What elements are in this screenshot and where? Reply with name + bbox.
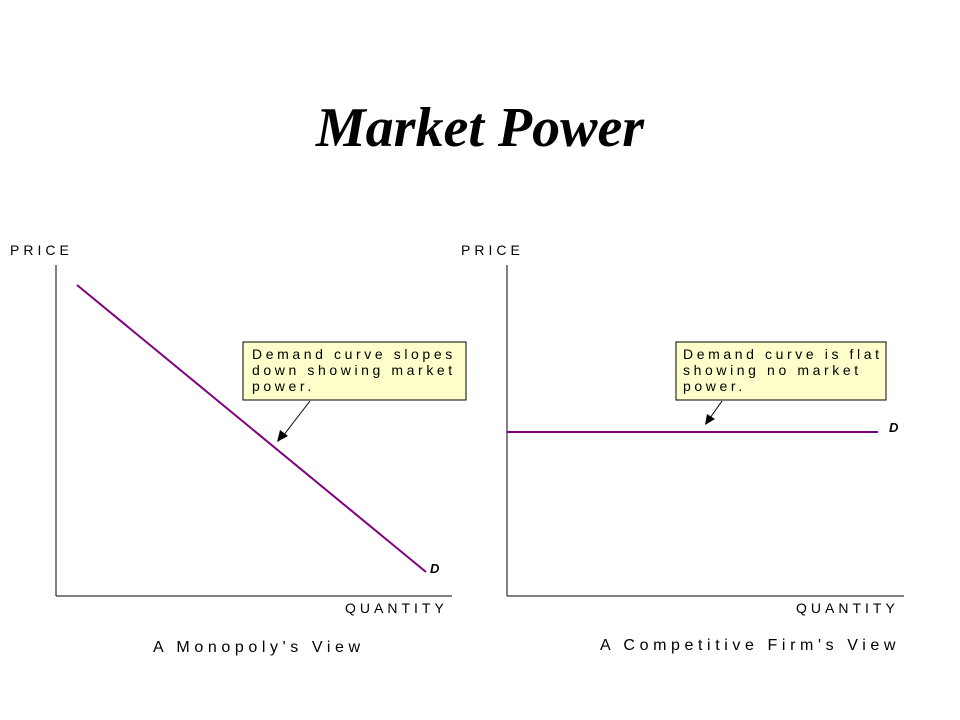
competitive-panel: PRICE QUANTITY D Demand curve is flat sh… — [461, 242, 904, 654]
monopoly-callout-box — [242, 341, 467, 401]
competitive-demand-label: D — [889, 420, 899, 435]
competitive-callout-line-3: power. — [683, 378, 746, 394]
competitive-callout-arrowhead — [705, 414, 715, 425]
monopoly-panel: PRICE QUANTITY D Demand curve slopes dow… — [10, 242, 467, 656]
monopoly-callout-line-3: power. — [252, 378, 315, 394]
monopoly-callout: Demand curve slopes down showing market … — [242, 341, 467, 442]
monopoly-callout-pointer — [282, 400, 311, 437]
competitive-callout-box — [675, 341, 887, 401]
monopoly-y-axis-label: PRICE — [10, 242, 73, 258]
monopoly-demand-label: D — [430, 561, 440, 576]
monopoly-callout-line-1: Demand curve slopes — [252, 346, 456, 362]
monopoly-demand-curve — [76, 284, 427, 573]
monopoly-callout-line-2: down showing market — [252, 362, 456, 378]
slide-title: Market Power — [315, 97, 645, 159]
competitive-callout-line-2: showing no market — [683, 362, 862, 378]
monopoly-caption: A Monopoly's View — [153, 639, 365, 656]
competitive-callout-line-1: Demand curve is flat — [683, 346, 883, 362]
monopoly-x-axis-label: QUANTITY — [345, 600, 448, 616]
competitive-caption: A Competitive Firm's View — [600, 637, 900, 654]
competitive-x-axis-label: QUANTITY — [796, 600, 899, 616]
competitive-callout: Demand curve is flat showing no market p… — [675, 341, 887, 425]
competitive-callout-pointer — [709, 400, 723, 419]
monopoly-callout-arrowhead — [277, 430, 288, 442]
competitive-y-axis-label: PRICE — [461, 242, 524, 258]
